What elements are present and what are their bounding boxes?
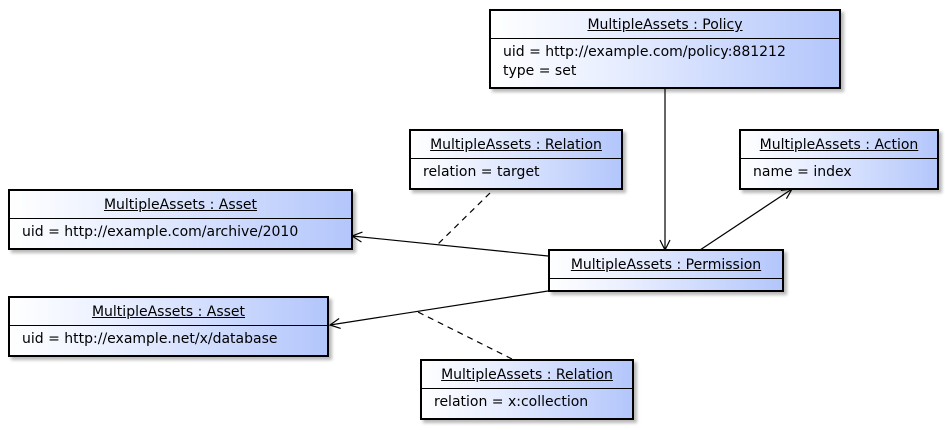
policy-attributes: uid = http://example.com/policy:881212 t…	[491, 38, 839, 85]
asset-database-title: MultipleAssets : Asset	[91, 304, 246, 320]
policy-uid-attribute: uid = http://example.com/policy:881212	[503, 44, 786, 60]
relation-collection-title: MultipleAssets : Relation	[441, 367, 613, 383]
policy-title: MultipleAssets : Policy	[587, 17, 743, 33]
link-relation-collection-dashed	[413, 309, 513, 360]
permission-attributes	[550, 278, 782, 285]
link-permission-action	[699, 189, 792, 251]
action-name-attribute: name = index	[753, 164, 852, 180]
asset-database-uid-attribute: uid = http://example.net/x/database	[22, 331, 278, 347]
policy-object[interactable]: MultipleAssets : Policy uid = http://exa…	[489, 9, 841, 89]
asset-archive-title: MultipleAssets : Asset	[103, 197, 258, 213]
relation-collection-attribute: relation = x:collection	[434, 394, 589, 410]
relation-target-object[interactable]: MultipleAssets : Relation relation = tar…	[409, 129, 623, 190]
asset-archive-uid-attribute: uid = http://example.com/archive/2010	[22, 224, 299, 240]
asset-archive-attributes: uid = http://example.com/archive/2010	[10, 218, 351, 246]
asset-database-object[interactable]: MultipleAssets : Asset uid = http://exam…	[8, 296, 329, 357]
relation-collection-object[interactable]: MultipleAssets : Relation relation = x:c…	[420, 359, 634, 420]
link-permission-asset-database	[330, 290, 549, 325]
relation-target-attribute: relation = target	[423, 164, 540, 180]
link-permission-asset-archive	[352, 236, 549, 257]
permission-object[interactable]: MultipleAssets : Permission	[548, 249, 784, 292]
relation-target-title: MultipleAssets : Relation	[430, 137, 602, 153]
link-relation-target-dashed	[435, 192, 491, 247]
asset-archive-object[interactable]: MultipleAssets : Asset uid = http://exam…	[8, 189, 353, 250]
action-attributes: name = index	[741, 158, 937, 186]
action-object[interactable]: MultipleAssets : Action name = index	[739, 129, 939, 190]
asset-database-attributes: uid = http://example.net/x/database	[10, 325, 327, 353]
policy-type-attribute: type = set	[503, 63, 577, 79]
action-title: MultipleAssets : Action	[759, 137, 919, 153]
permission-title: MultipleAssets : Permission	[570, 257, 762, 273]
relation-target-attributes: relation = target	[411, 158, 621, 186]
relation-collection-attributes: relation = x:collection	[422, 388, 632, 416]
